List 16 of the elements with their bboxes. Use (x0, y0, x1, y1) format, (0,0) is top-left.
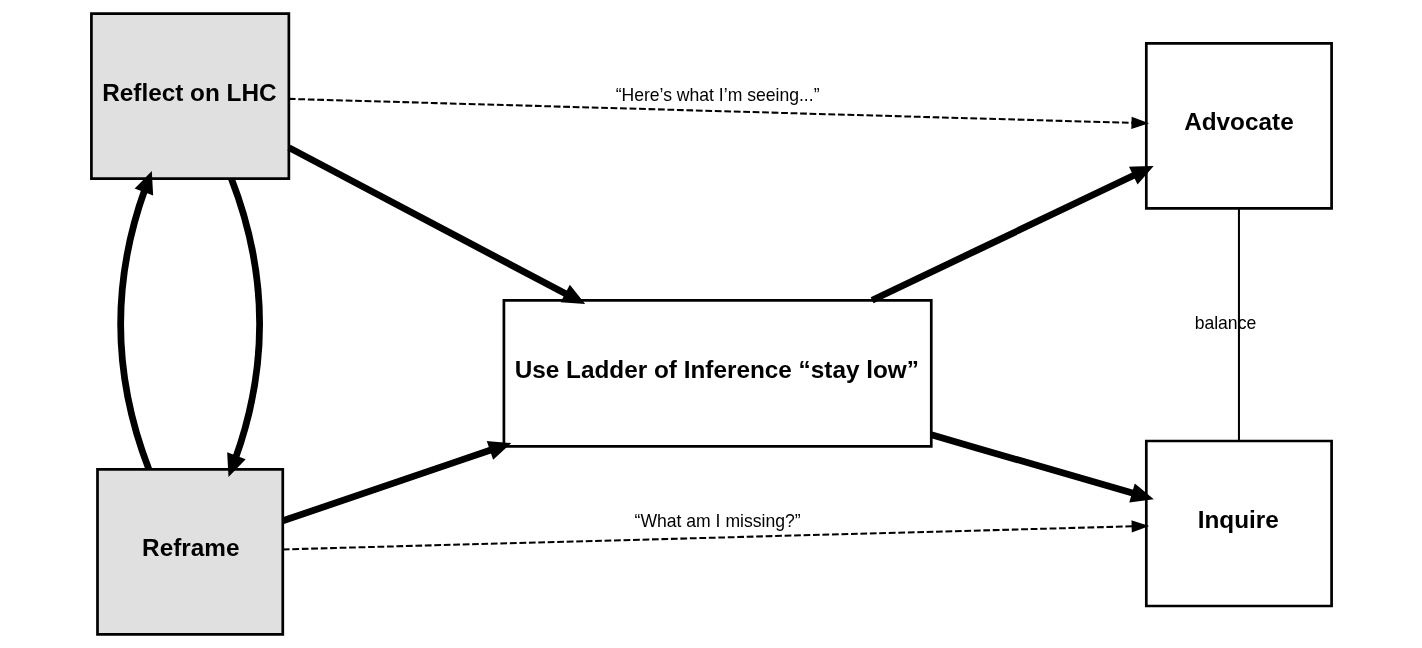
node-box: Use Ladder of Inference “stay low” (502, 298, 933, 448)
arrow (870, 165, 1154, 304)
arrow (929, 431, 1154, 503)
connector (1237, 208, 1240, 441)
arrow (282, 520, 1149, 551)
arrow (288, 97, 1149, 129)
node-box: Reflect on LHC (89, 12, 290, 180)
arrow (226, 177, 263, 477)
node-box: Inquire (1144, 439, 1333, 608)
node-box: Reframe (95, 468, 284, 636)
edge-label: “What am I missing?” (634, 510, 801, 531)
edge-label: “Here’s what I’m seeing...” (615, 84, 820, 105)
arrow (286, 144, 585, 305)
arrow (281, 441, 511, 524)
arrow (116, 170, 153, 471)
node-box: Advocate (1144, 42, 1333, 210)
